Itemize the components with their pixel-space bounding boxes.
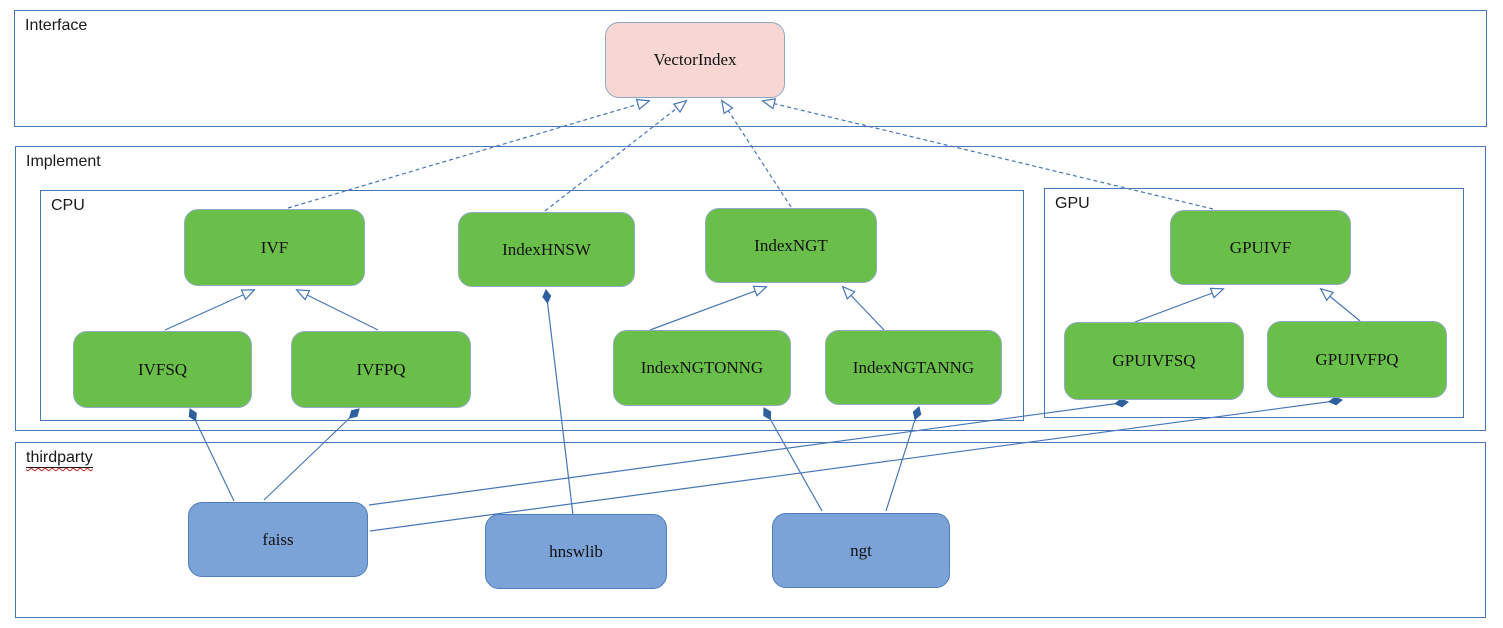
- node-label-faiss: faiss: [262, 529, 294, 549]
- node-IndexNGTANNG: IndexNGTANNG: [825, 330, 1002, 405]
- container-thirdparty: thirdparty: [15, 442, 1486, 618]
- node-GPUIVFSQ: GPUIVFSQ: [1064, 322, 1244, 400]
- edge-generalization-IVFPQ-IVF: [297, 290, 379, 331]
- node-ngt: ngt: [772, 513, 950, 588]
- node-label-IndexNGTONNG: IndexNGTONNG: [640, 358, 764, 377]
- node-IVFPQ: IVFPQ: [291, 331, 471, 408]
- edge-generalization-GPUIVFPQ-GPUIVF: [1321, 289, 1361, 322]
- edge-generalization-IndexNGTANNG-IndexNGT: [843, 287, 885, 331]
- container-gpu: GPU: [1044, 188, 1464, 418]
- container-label-thirdparty: thirdparty: [26, 449, 93, 468]
- edge-composition-IndexNGTONNG-ngt: [763, 407, 823, 512]
- container-label-interface: Interface: [25, 17, 88, 34]
- container-cpu: CPU: [40, 190, 1024, 421]
- node-faiss: faiss: [188, 502, 368, 577]
- node-IndexNGT: IndexNGT: [705, 208, 877, 283]
- node-label-hnswlib: hnswlib: [549, 541, 603, 561]
- node-GPUIVFPQ: GPUIVFPQ: [1267, 321, 1447, 398]
- edge-composition-GPUIVFPQ-faiss: [369, 396, 1343, 532]
- container-interface: Interface: [14, 10, 1487, 127]
- node-label-IVFPQ: IVFPQ: [356, 359, 406, 379]
- edge-composition-IVFSQ-faiss: [188, 408, 235, 502]
- edge-generalization-IVFSQ-IVF: [164, 290, 254, 331]
- edge-realization-IndexNGT-VectorIndex: [722, 101, 792, 208]
- node-label-IndexHNSW: IndexHNSW: [502, 239, 591, 259]
- node-VectorIndex: VectorIndex: [605, 22, 785, 98]
- container-label-gpu: GPU: [1055, 195, 1090, 212]
- node-label-GPUIVFPQ: GPUIVFPQ: [1315, 349, 1399, 369]
- node-GPUIVF: GPUIVF: [1170, 210, 1351, 285]
- node-label-ngt: ngt: [850, 540, 872, 560]
- edge-generalization-IndexNGTONNG-IndexNGT: [649, 287, 766, 331]
- edge-realization-GPUIVF-VectorIndex: [763, 101, 1214, 210]
- container-label-cpu: CPU: [51, 197, 85, 214]
- node-label-GPUIVFSQ: GPUIVFSQ: [1112, 351, 1196, 370]
- node-label-GPUIVF: GPUIVF: [1229, 237, 1292, 257]
- node-label-IVFSQ: IVFSQ: [137, 359, 188, 379]
- node-IndexHNSW: IndexHNSW: [458, 212, 635, 287]
- edge-composition-IndexHNSW-hnswlib: [542, 289, 574, 516]
- edge-composition-GPUIVFSQ-faiss: [368, 398, 1129, 506]
- container-label-implement: Implement: [26, 153, 101, 170]
- node-label-IVF: IVF: [260, 237, 289, 257]
- node-IVF: IVF: [184, 209, 365, 286]
- container-implement: Implement: [15, 146, 1486, 431]
- node-label-IndexNGTANNG: IndexNGTANNG: [852, 357, 975, 377]
- node-IVFSQ: IVFSQ: [73, 331, 252, 408]
- edge-realization-IndexHNSW-VectorIndex: [544, 101, 686, 212]
- edge-realization-IVF-VectorIndex: [287, 101, 649, 209]
- node-hnswlib: hnswlib: [485, 514, 667, 589]
- node-label-IndexNGT: IndexNGT: [754, 235, 828, 255]
- node-label-VectorIndex: VectorIndex: [653, 50, 737, 69]
- node-IndexNGTONNG: IndexNGTONNG: [613, 330, 791, 406]
- edge-composition-IVFPQ-faiss: [263, 408, 360, 501]
- edge-generalization-GPUIVFSQ-GPUIVF: [1134, 289, 1223, 323]
